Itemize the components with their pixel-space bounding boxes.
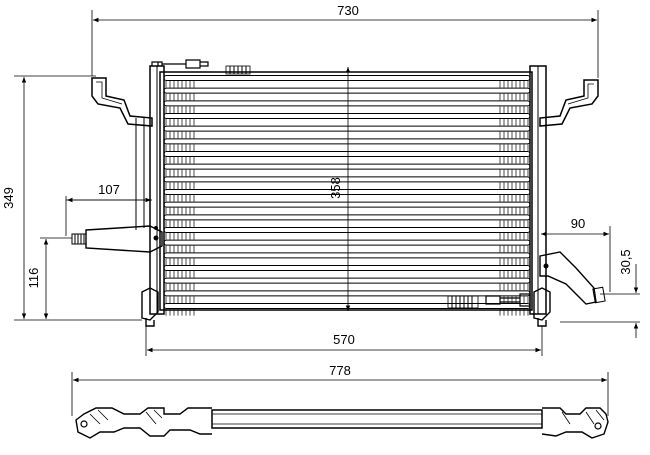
side-right-end [541,407,609,439]
side-left-end [75,407,212,439]
core-tube [163,290,531,297]
top-right-bracket [539,79,599,127]
dimension-lines [14,10,640,416]
dim-lower-height: 116 [26,268,41,289]
core-tube [163,277,531,284]
dim-inlet-offset: 107 [98,182,120,197]
core-tube [163,87,531,94]
dim-side-length: 778 [329,363,351,378]
dim-core-height: 358 [328,177,343,199]
top-pipe [151,59,209,69]
dim-outlet-offset: 90 [571,216,585,231]
side-view [75,407,609,439]
top-left-bracket [91,77,153,127]
bottom-left-foot [141,287,159,327]
core-tube [163,252,531,259]
dim-fitting-height: 30,5 [618,249,633,274]
side-body [211,409,543,429]
core-tube [163,75,531,81]
core-tube [163,201,531,208]
core-tubes [163,75,531,309]
core-tube [163,214,531,221]
core-tube [163,163,531,170]
core-tube [163,227,531,233]
core-tube [163,151,531,157]
core-frame [159,71,533,311]
right-outlet-fitting [539,251,597,305]
core-tube [163,125,531,132]
dim-overall-width: 730 [337,3,359,18]
dim-overall-height: 349 [1,187,16,209]
core-tube [163,189,531,195]
core-tube [163,176,531,183]
core-tube [163,239,531,246]
core-fins [165,81,529,316]
core-tube [163,100,531,107]
dim-core-width: 570 [333,332,355,347]
left-inlet-fitting [85,225,163,253]
core-tube [163,113,531,119]
bottom-pipe [485,293,531,307]
core-tube [163,265,531,271]
bottom-right-foot [533,287,551,327]
core-tube [163,138,531,145]
left-side-pipe [135,118,145,230]
